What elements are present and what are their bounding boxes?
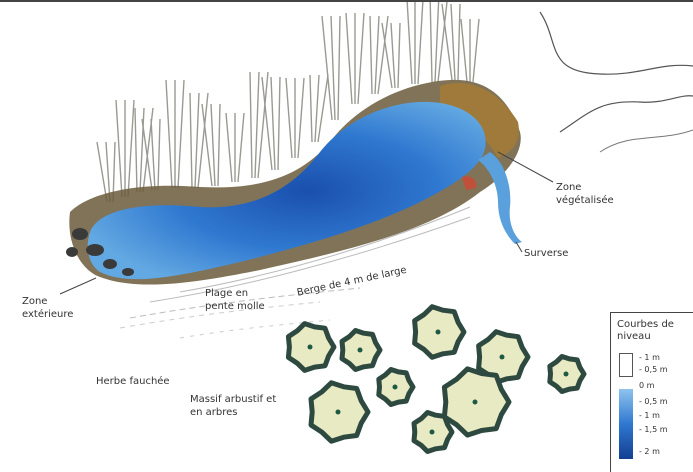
legend-title: Courbes de niveau bbox=[617, 319, 689, 343]
label-plage: Plage en pente molle bbox=[205, 288, 265, 313]
reed-stem bbox=[202, 104, 212, 186]
reed-stem bbox=[238, 113, 244, 182]
reed-stem bbox=[151, 119, 155, 190]
reed-stem bbox=[116, 100, 122, 197]
reed-stem bbox=[226, 113, 232, 182]
label-herbe-fauchee: Herbe fauchée bbox=[96, 376, 170, 389]
label-surverse: Surverse bbox=[524, 248, 568, 261]
tree-group bbox=[288, 307, 584, 452]
reed-stem bbox=[298, 78, 304, 158]
tree bbox=[414, 413, 452, 452]
legend: Courbes de niveau - 1 m - 0,5 m 0 m - 0,… bbox=[610, 312, 693, 472]
reed-stem bbox=[430, 2, 432, 82]
tree-trunk-dot bbox=[500, 355, 505, 360]
tree-trunk-dot bbox=[564, 372, 569, 377]
reed-stem bbox=[391, 23, 395, 88]
reed-stem bbox=[195, 93, 199, 188]
legend-tick: - 0,5 m bbox=[639, 365, 668, 374]
reed-stem bbox=[406, 2, 412, 84]
reed-stem bbox=[158, 119, 160, 190]
reed-stem bbox=[375, 16, 379, 94]
reed-stem bbox=[178, 80, 184, 188]
reed-stem bbox=[190, 93, 192, 188]
tree bbox=[379, 370, 413, 405]
tree-trunk-dot bbox=[308, 345, 313, 350]
tree bbox=[288, 324, 334, 371]
legend-tick: - 1 m bbox=[639, 411, 660, 420]
reed-stem bbox=[97, 142, 107, 202]
reed-stem bbox=[370, 16, 372, 94]
reed-stem bbox=[211, 104, 215, 186]
reed-stem bbox=[166, 80, 172, 188]
contour-line bbox=[540, 12, 693, 74]
legend-tick: - 2 m bbox=[639, 447, 660, 456]
reed-stem bbox=[271, 77, 275, 170]
tree bbox=[415, 307, 464, 358]
tree-trunk-dot bbox=[393, 385, 398, 390]
reed-stem bbox=[128, 100, 134, 197]
reed-stem bbox=[451, 4, 455, 80]
reed-stem bbox=[442, 4, 452, 80]
legend-swatch-positive bbox=[619, 353, 633, 377]
reed-stem bbox=[310, 75, 312, 142]
reed-stem bbox=[473, 19, 479, 82]
tree-trunk-dot bbox=[436, 330, 441, 335]
legend-tick: - 0,5 m bbox=[639, 397, 668, 406]
reed-stem bbox=[315, 75, 319, 142]
tree bbox=[311, 383, 368, 441]
label-zone-exterieure: Zone extérieure bbox=[22, 296, 73, 321]
reed-stem bbox=[458, 4, 460, 80]
label-massif-arbustif: Massif arbustif et en arbres bbox=[190, 394, 276, 419]
reed-stem bbox=[278, 77, 280, 170]
tree-trunk-dot bbox=[336, 410, 341, 415]
label-zone-vegetalisee: Zone végétalisée bbox=[556, 182, 614, 207]
legend-tick: - 1,5 m bbox=[639, 425, 668, 434]
reed-stem bbox=[286, 78, 292, 158]
tree-trunk-dot bbox=[473, 400, 478, 405]
contour-line bbox=[600, 130, 693, 152]
reed-stem bbox=[218, 104, 220, 186]
reed-stem bbox=[135, 108, 137, 192]
reed-stem bbox=[331, 16, 335, 120]
reed-stem bbox=[338, 16, 340, 120]
reed-stem bbox=[461, 19, 467, 82]
reed-stem bbox=[346, 13, 352, 104]
overflow-stream bbox=[478, 152, 522, 244]
tree-trunk-dot bbox=[358, 348, 363, 353]
legend-tick: 0 m bbox=[639, 381, 654, 390]
reed-stem bbox=[418, 2, 424, 84]
tree bbox=[342, 331, 380, 370]
leader-line bbox=[60, 278, 96, 294]
reed-stem bbox=[435, 2, 439, 82]
legend-tick: - 1 m bbox=[639, 353, 660, 362]
contour-line bbox=[560, 96, 693, 132]
legend-swatch-water bbox=[619, 389, 633, 459]
tree bbox=[444, 369, 509, 435]
leader-line bbox=[516, 242, 522, 252]
reed-stem bbox=[255, 72, 259, 178]
reed-stem bbox=[250, 72, 252, 178]
tree-trunk-dot bbox=[430, 430, 435, 435]
reed-stem bbox=[318, 75, 328, 142]
legend-body: - 1 m - 0,5 m 0 m - 0,5 m - 1 m - 1,5 m … bbox=[617, 349, 689, 459]
tree bbox=[550, 357, 584, 392]
reed-stem bbox=[398, 23, 400, 88]
reed-stem bbox=[358, 13, 364, 104]
